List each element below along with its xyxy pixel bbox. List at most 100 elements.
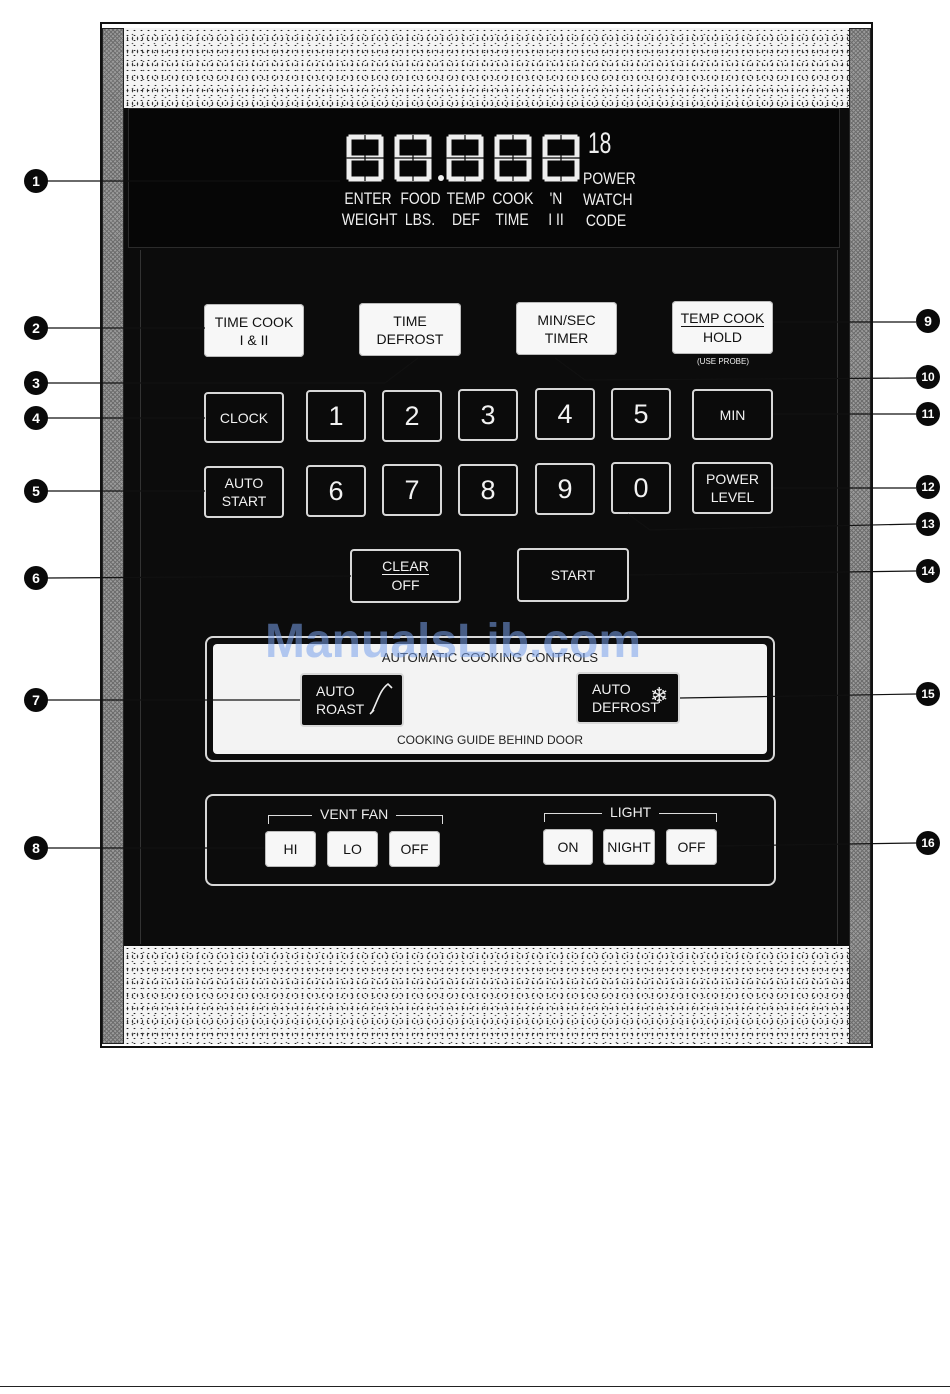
time-cook-button[interactable]: TIME COOK I & II	[204, 304, 304, 357]
light-on-label: ON	[557, 839, 579, 855]
power-level-label-1: POWER	[706, 471, 759, 487]
callout-3: 3	[24, 371, 48, 395]
page-bottom-rule	[0, 1386, 950, 1387]
display-label-temp-line1: TEMP	[446, 189, 486, 208]
number-2-label: 2	[404, 401, 420, 431]
vent-fan-lo-label: LO	[343, 841, 362, 857]
number-7-button[interactable]: 7	[382, 464, 442, 516]
callout-5: 5	[24, 479, 48, 503]
start-button[interactable]: START	[517, 548, 629, 602]
min-sec-timer-button[interactable]: MIN/SEC TIMER	[516, 302, 617, 355]
display-label-weight-line1: ENTER	[344, 189, 392, 208]
time-defrost-label-1: TIME	[393, 312, 427, 329]
number-8-button[interactable]: 8	[458, 464, 518, 516]
display-label-power-line2: WATCH	[583, 190, 633, 209]
display-label-stage-line1: 'N	[549, 189, 563, 208]
number-9-label: 9	[557, 474, 573, 504]
display-label-power-line1: POWER	[583, 169, 636, 188]
callout-2: 2	[24, 316, 48, 340]
auto-start-label-1: AUTO	[224, 475, 264, 491]
display-label-stage: 'N I II	[538, 188, 574, 230]
light-off-label: OFF	[677, 839, 706, 855]
min-label: MIN	[719, 406, 746, 423]
auto-defrost-label-2: DEFROST	[592, 699, 659, 715]
snowflake-icon: ❄	[650, 683, 669, 708]
light-night-label: NIGHT	[607, 839, 651, 855]
auto-roast-label-2: ROAST	[316, 701, 365, 717]
number-3-button[interactable]: 3	[458, 389, 518, 441]
auto-start-button[interactable]: AUTO START	[204, 466, 284, 518]
clock-button[interactable]: CLOCK	[204, 392, 284, 443]
number-1-label: 1	[328, 401, 344, 431]
number-6-label: 6	[328, 476, 344, 506]
automatic-cooking-controls-frame	[205, 636, 775, 762]
number-4-button[interactable]: 4	[535, 388, 595, 440]
display-digit-1: 8	[345, 133, 387, 183]
number-5-button[interactable]: 5	[611, 388, 671, 440]
temp-cook-hold-button[interactable]: TEMP COOK HOLD	[672, 301, 773, 354]
callout-9: 9	[916, 309, 940, 333]
number-2-button[interactable]: 2	[382, 390, 442, 442]
display-label-power: POWER WATCH CODE	[583, 168, 636, 231]
cooking-guide-note: COOKING GUIDE BEHIND DOOR	[396, 733, 584, 747]
callout-16: 16	[916, 831, 940, 855]
callout-15: 15	[916, 682, 940, 706]
vent-fan-lo-button[interactable]: LO	[327, 831, 378, 867]
power-level-button[interactable]: POWER LEVEL	[692, 462, 773, 514]
display-label-stage-line2: I II	[548, 210, 564, 229]
clear-off-label-2: OFF	[391, 577, 420, 593]
min-button[interactable]: MIN	[692, 389, 773, 440]
auto-defrost-button[interactable]: AUTO DEFROST	[576, 672, 680, 724]
display-label-food-line2: LBS.	[404, 210, 436, 229]
callout-13: 13	[916, 512, 940, 536]
callout-10: 10	[916, 365, 940, 389]
display-digit-4: 8	[493, 133, 535, 183]
auto-defrost-label-1: AUTO	[592, 681, 631, 697]
number-0-button[interactable]: 0	[611, 462, 671, 514]
display-label-temp: TEMP DEF	[446, 188, 486, 230]
number-7-label: 7	[404, 475, 420, 505]
temp-cook-label-1: TEMP COOK	[680, 309, 765, 327]
time-defrost-button[interactable]: TIME DEFROST	[359, 303, 461, 356]
callout-11: 11	[916, 402, 940, 426]
time-defrost-label-2: DEFROST	[376, 330, 444, 347]
callout-1: 1	[24, 169, 48, 193]
vent-fan-off-button[interactable]: OFF	[389, 831, 440, 867]
display-decimal-point	[438, 175, 444, 181]
power-level-label-2: LEVEL	[710, 489, 755, 505]
callout-7: 7	[24, 688, 48, 712]
callout-12: 12	[916, 475, 940, 499]
number-6-button[interactable]: 6	[306, 465, 366, 517]
top-textured-band	[124, 28, 849, 108]
callout-8: 8	[24, 836, 48, 860]
light-night-button[interactable]: NIGHT	[603, 829, 655, 865]
panel-inner-area	[140, 250, 838, 944]
clear-off-button[interactable]: CLEAR OFF	[350, 549, 461, 603]
right-trim-rail	[849, 28, 871, 1044]
auto-roast-button[interactable]: AUTO ROAST	[300, 673, 404, 727]
display-digit-2: 8	[393, 133, 435, 183]
number-9-button[interactable]: 9	[535, 463, 595, 515]
left-trim-rail	[102, 28, 124, 1044]
display-label-temp-line2: DEF	[452, 210, 480, 229]
display-label-food-line1: FOOD	[400, 189, 441, 208]
start-label: START	[550, 567, 596, 583]
display-label-weight-line2: WEIGHT	[341, 210, 398, 229]
light-on-button[interactable]: ON	[543, 829, 593, 865]
temp-cook-label-2: HOLD	[703, 328, 742, 345]
display-digit-5: 8	[541, 133, 583, 183]
vent-light-controls-frame	[205, 794, 776, 886]
light-off-button[interactable]: OFF	[666, 829, 717, 865]
clock-label: CLOCK	[219, 409, 269, 426]
bottom-textured-band	[124, 946, 849, 1044]
time-cook-label-2: I & II	[239, 331, 269, 348]
number-1-button[interactable]: 1	[306, 390, 366, 442]
automatic-cooking-controls-title: AUTOMATIC COOKING CONTROLS	[381, 650, 599, 665]
vent-fan-hi-button[interactable]: HI	[265, 831, 316, 867]
use-probe-note: (USE PROBE)	[697, 357, 750, 366]
callout-4: 4	[24, 406, 48, 430]
number-3-label: 3	[480, 400, 496, 430]
display-label-cook: COOK TIME	[492, 188, 533, 230]
auto-start-label-2: START	[221, 493, 267, 509]
